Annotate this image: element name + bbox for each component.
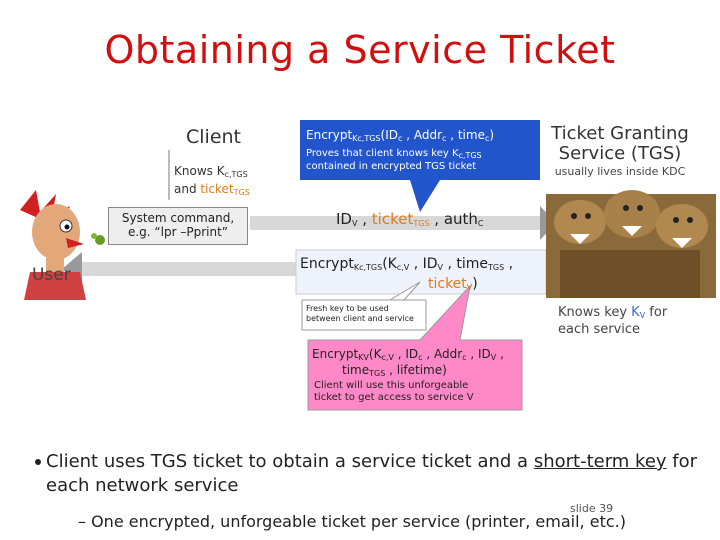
slide-title: Obtaining a Service Ticket	[104, 28, 616, 72]
bullet-dot	[35, 459, 41, 465]
authenticator-callout	[300, 120, 540, 212]
user-label: User	[32, 265, 71, 285]
fresh-key-note: Fresh key to be used between client and …	[306, 304, 414, 323]
response-message: EncryptKc,TGS(Kc,V , IDV , timeTGS , tic…	[300, 256, 514, 292]
service-ticket-formula: EncryptKV(Kc,V , IDc , Addrc , IDV , tim…	[312, 347, 504, 379]
user-figure-icon	[20, 190, 105, 300]
short-term-key-underline: short-term key	[533, 451, 667, 472]
client-divider	[168, 150, 170, 200]
tgs-title: Ticket Granting Service (TGS)	[551, 123, 689, 164]
client-knows: Knows Kc,TGS and ticketTGS	[174, 164, 250, 197]
authenticator-formula: EncryptKc,TGS(IDc , Addrc , timec)	[306, 128, 495, 143]
cerberus-tgs-icon	[546, 190, 716, 298]
bullet-main: Client uses TGS ticket to obtain a servi…	[46, 451, 698, 496]
request-message: IDV , ticketTGS , authC	[336, 210, 484, 228]
system-command-box: System command, e.g. “lpr –Pprint”	[108, 207, 248, 245]
client-label: Client	[186, 126, 242, 148]
slide-number: slide 39	[570, 502, 614, 515]
authenticator-note: Proves that client knows key Kc,TGS cont…	[306, 148, 482, 172]
service-ticket-callout	[307, 284, 523, 411]
tgs-subtitle: usually lives inside KDC	[554, 165, 686, 178]
service-ticket-note: Client will use this unforgeable ticket …	[314, 380, 474, 403]
bullet-sub: – One encrypted, unforgeable ticket per …	[78, 512, 626, 531]
tgs-knows-key: Knows key KV for each service	[558, 305, 668, 337]
response-box	[295, 249, 547, 295]
fresh-key-callout	[301, 281, 427, 331]
